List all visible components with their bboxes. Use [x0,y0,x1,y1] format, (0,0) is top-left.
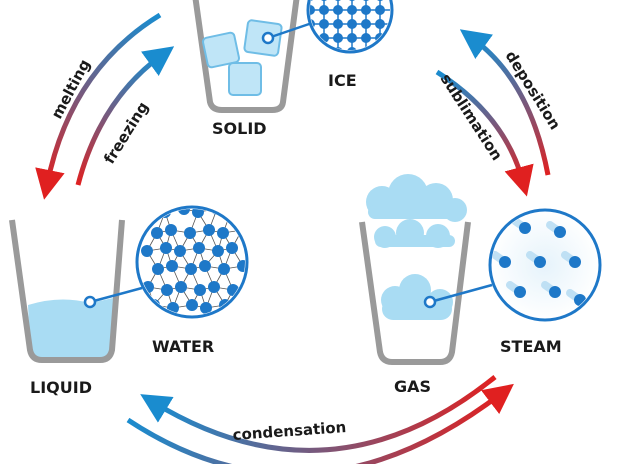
molecule [333,19,343,29]
steam-label: STEAM [500,337,562,356]
molecule [212,245,224,257]
freezing-arrow [75,46,175,186]
molecule [310,47,315,50]
liquid-glass [9,219,125,363]
molecule [194,284,206,296]
molecule [319,19,329,29]
molecule [361,19,371,29]
deposition-arrow [459,29,551,176]
molecule [554,226,566,238]
molecule [237,260,245,272]
molecule [140,209,152,215]
cloud-icon [381,274,453,320]
ice-cube [228,62,262,96]
molecule [165,224,177,236]
molecule [233,302,245,314]
molecule [319,47,329,50]
molecule [200,302,212,314]
steam-molecule-zoom [488,208,602,322]
molecule [208,281,220,293]
molecule [178,209,190,215]
gas-label: GAS [394,377,431,396]
ice-cube [201,31,241,69]
solid-glass [192,0,300,113]
condensation-label: condensation [232,418,347,444]
molecule [499,256,511,268]
gas-glass [359,174,471,365]
molecule [185,263,197,275]
molecule [319,5,329,15]
molecule [347,5,357,15]
molecule [347,19,357,29]
molecule [361,33,371,43]
vaporization-arrow [126,383,514,464]
molecule [166,260,178,272]
molecule [226,242,238,254]
molecule [347,33,357,43]
sublimation-arrow [435,69,534,197]
solid-label: SOLID [212,119,267,138]
water-molecule-zoom [135,205,249,319]
molecule [333,33,343,43]
molecule [333,5,343,15]
molecule [310,33,315,43]
molecule [141,245,153,257]
molecule [203,224,215,236]
molecule [225,209,237,218]
molecule [218,263,230,275]
molecule [569,256,581,268]
molecule [160,242,172,254]
molecule [186,299,198,311]
ice-molecule-zoom [306,0,394,54]
molecule [594,226,598,238]
molecule [152,263,164,275]
molecule [217,227,229,239]
molecule [519,222,531,234]
molecule [375,47,385,50]
molecule [375,5,385,15]
molecule [361,5,371,15]
molecule [192,209,204,218]
molecule [174,245,186,257]
sublimation-label: sublimation [437,70,506,163]
cloud-icon [366,174,467,248]
condensation-arrow [140,375,497,453]
molecule [151,227,163,239]
molecule [347,47,357,50]
molecule [514,286,526,298]
molecule [161,284,173,296]
molecule [175,281,187,293]
melting-arrow [35,12,162,200]
molecule [375,19,385,29]
molecule [534,256,546,268]
molecule [310,5,315,15]
molecule [549,286,561,298]
molecule [193,242,205,254]
water-label: WATER [152,337,214,356]
molecule [199,260,211,272]
molecule [184,227,196,239]
liquid-label: LIQUID [30,378,92,397]
ice-label: ICE [328,71,357,90]
